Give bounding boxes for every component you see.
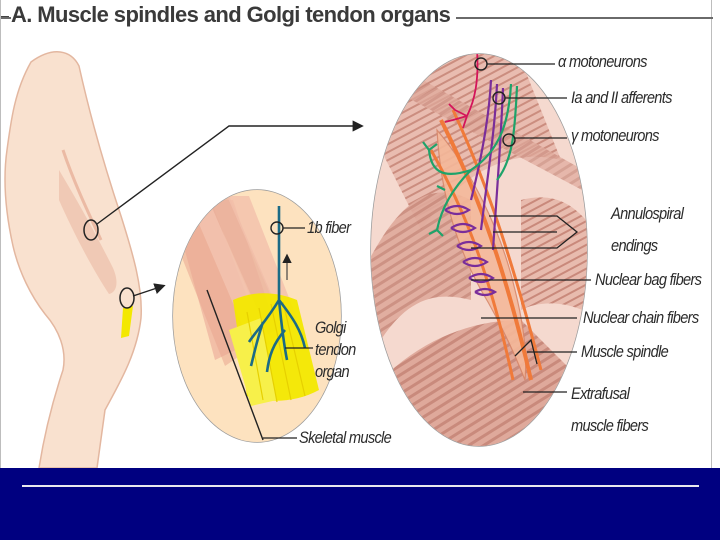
footer-bar: [0, 468, 720, 540]
leg-illustration: [5, 52, 141, 468]
label-extrafusal: Extrafusal: [571, 384, 629, 404]
footer-rule: [22, 485, 699, 487]
label-ia-ii-afferents: Ia and II afferents: [571, 88, 672, 108]
spindle-zoom-circle: [361, 50, 601, 460]
label-golgi-tendon: tendon: [315, 340, 356, 360]
label-nuclear-chain-fibers: Nuclear chain fibers: [583, 308, 698, 328]
label-nuclear-bag-fibers: Nuclear bag fibers: [595, 270, 701, 290]
label-golgi: Golgi: [315, 318, 346, 338]
label-alpha-motoneurons: α motoneurons: [558, 52, 647, 72]
label-annulospiral: Annulospiral: [611, 204, 683, 224]
label-annulospiral-endings: endings: [611, 236, 657, 256]
label-ib-fiber: 1b fiber: [307, 218, 350, 238]
label-gamma-motoneurons: γ motoneurons: [571, 126, 659, 146]
figure-panel: A. Muscle spindles and Golgi tendon orga…: [0, 0, 712, 468]
label-extrafusal-muscle-fibers: muscle fibers: [571, 416, 648, 436]
label-muscle-spindle: Muscle spindle: [581, 342, 668, 362]
label-skeletal-muscle: Skeletal muscle: [299, 428, 391, 448]
label-golgi-organ: organ: [315, 362, 349, 382]
